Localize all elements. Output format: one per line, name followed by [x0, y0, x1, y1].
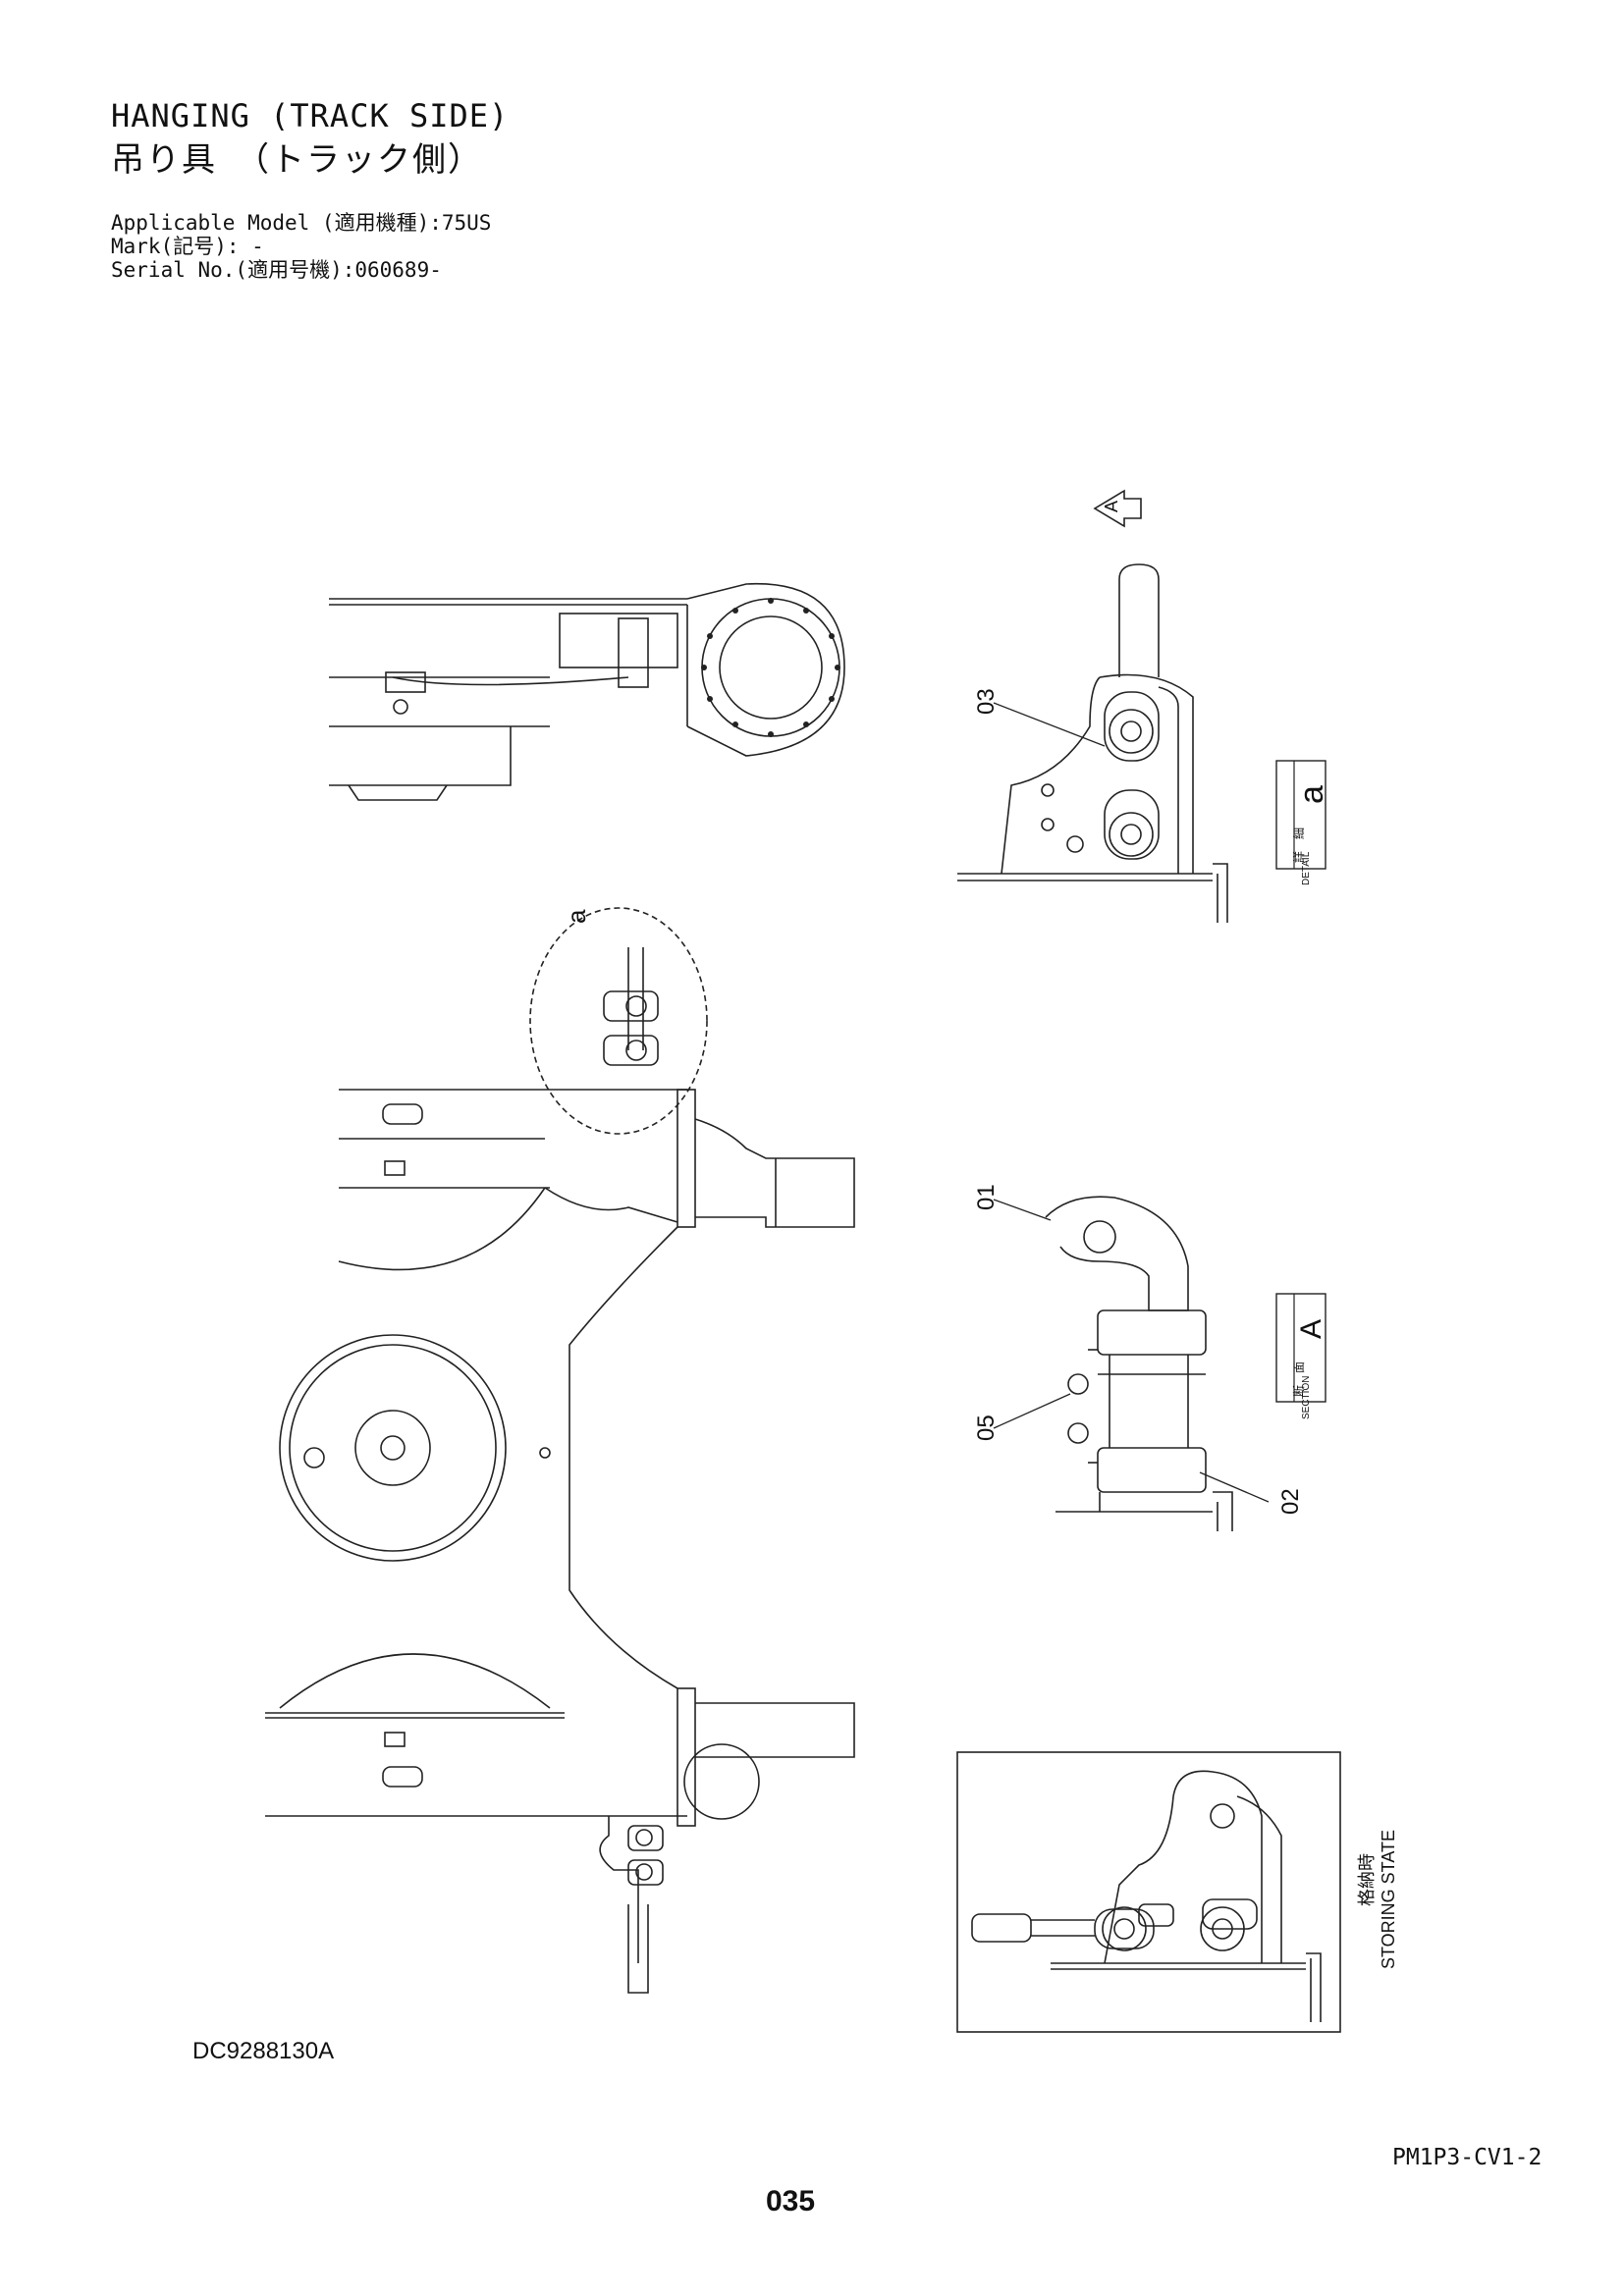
view-arrow: [1093, 489, 1142, 528]
section-box-en: SECTION: [1301, 1376, 1312, 1419]
detail-box-en: DETAIL: [1301, 851, 1312, 885]
document-code: DC9288130A: [192, 2038, 335, 2064]
page-title: HANGING (TRACK SIDE): [111, 97, 510, 134]
part-number-03: 03: [973, 688, 1000, 715]
page-title-japanese: 吊り具 （トラック側）: [111, 140, 483, 180]
model-info: Applicable Model (適用機種):75US Mark(記号): -…: [111, 211, 491, 282]
part-number-05: 05: [973, 1415, 1000, 1441]
main-frame-view: [265, 907, 855, 1994]
view-arrow-label: A: [1102, 501, 1121, 512]
leader-lines: [993, 702, 1270, 1503]
storing-state-jp: 格納時: [1357, 1853, 1377, 1906]
detail-box-letter: a: [1293, 785, 1330, 804]
page-number: 035: [766, 2185, 816, 2217]
mark: Mark(記号): -: [111, 235, 264, 258]
part-number-01: 01: [973, 1184, 1000, 1210]
section-box-letter: A: [1295, 1319, 1327, 1339]
applicable-model: Applicable Model (適用機種):75US: [111, 211, 492, 235]
reference-code: PM1P3-CV1-2: [1392, 2145, 1543, 2170]
detail-box-jp: 詳 細: [1291, 828, 1306, 863]
part-number-02: 02: [1277, 1488, 1304, 1515]
upper-frame-view: [329, 582, 845, 801]
detail-a-view: [957, 563, 1228, 923]
storing-state-en: STORING STATE: [1379, 1830, 1398, 1969]
detail-circle-label: a: [562, 909, 591, 924]
storing-state-view: [956, 1751, 1341, 2033]
section-a-view: [1045, 1196, 1233, 1531]
section-box-jp: 断 面: [1291, 1362, 1306, 1397]
serial-number: Serial No.(適用号機):060689-: [111, 258, 442, 282]
